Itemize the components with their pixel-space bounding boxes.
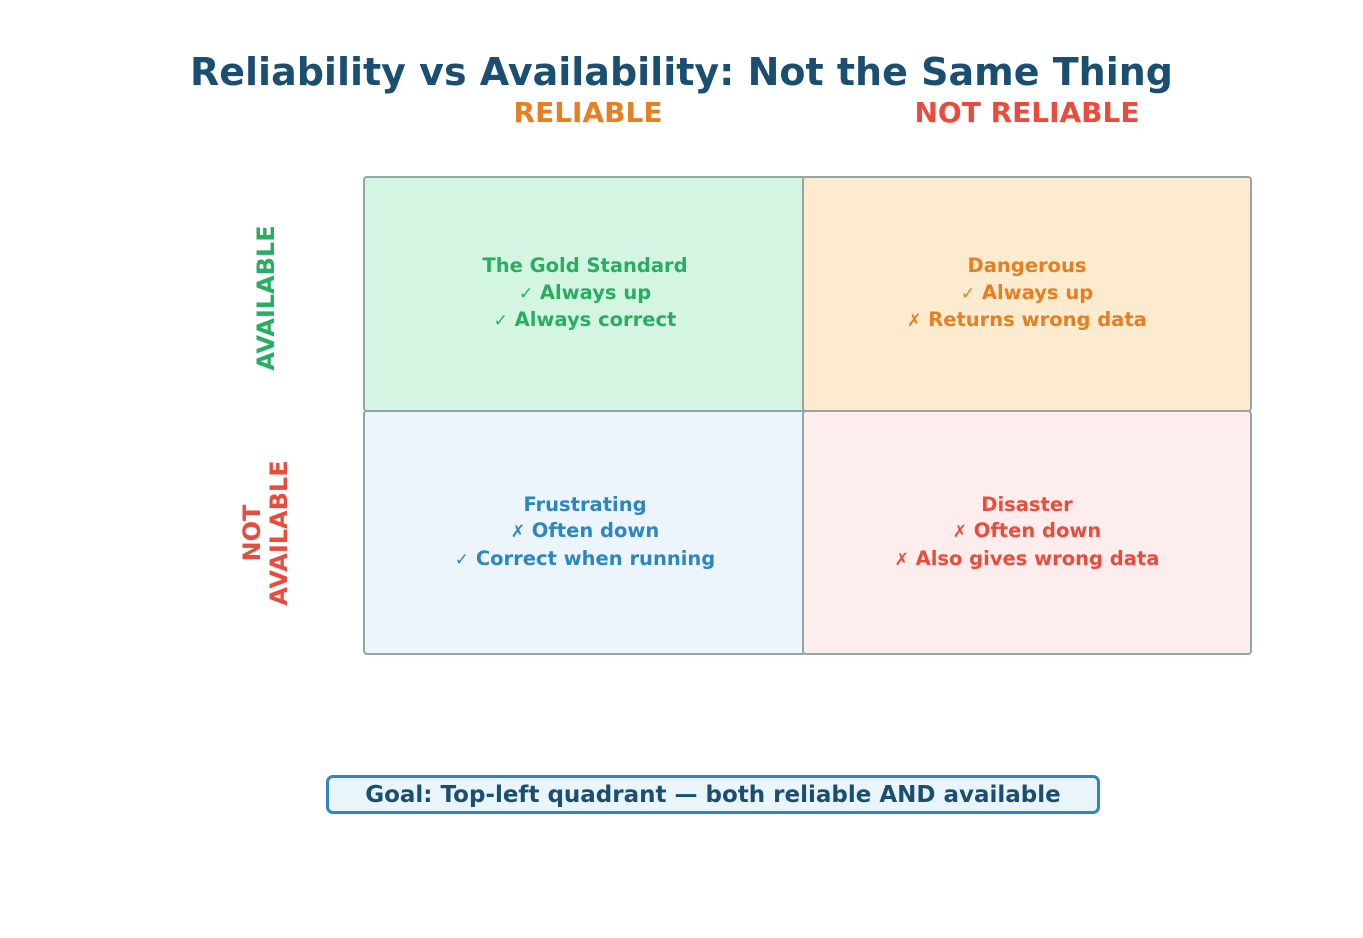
quadrant-item-text: Correct when running: [475, 546, 716, 570]
quadrant-content: Dangerous ✓ Always up ✗ Returns wrong da…: [907, 253, 1147, 335]
quadrant-item: ✗ Often down: [455, 518, 715, 546]
quadrant-item-text: Always up: [981, 280, 1094, 304]
quadrant-not-reliable-available: Dangerous ✓ Always up ✗ Returns wrong da…: [802, 176, 1252, 412]
cross-icon: ✗: [510, 522, 525, 543]
quadrant-reliable-available: The Gold Standard ✓ Always up ✓ Always c…: [363, 176, 807, 412]
quadrant-item-text: Returns wrong data: [928, 308, 1147, 332]
quadrant-content: Frustrating ✗ Often down ✓ Correct when …: [455, 492, 715, 574]
quadrant-item: ✓ Correct when running: [455, 546, 715, 574]
column-header-not-reliable: NOT RELIABLE: [914, 96, 1140, 129]
check-icon: ✓: [454, 549, 470, 570]
diagram-title: Reliability vs Availability: Not the Sam…: [190, 50, 1173, 94]
check-icon: ✓: [960, 283, 976, 304]
quadrant-title: Disaster: [981, 492, 1073, 516]
cross-icon: ✗: [952, 522, 967, 543]
quadrant-content: Disaster ✗ Often down ✗ Also gives wrong…: [895, 492, 1160, 574]
row-header-available: AVAILABLE: [251, 225, 280, 371]
check-icon: ✓: [518, 283, 534, 304]
quadrant-not-reliable-not-available: Disaster ✗ Often down ✗ Also gives wrong…: [802, 410, 1252, 655]
cross-icon: ✗: [907, 311, 922, 332]
quadrant-title: Frustrating: [523, 492, 647, 516]
quadrant-reliable-not-available: Frustrating ✗ Often down ✓ Correct when …: [363, 410, 807, 655]
quadrant-item-text: Often down: [973, 519, 1102, 543]
quadrant-item: ✓ Always up: [482, 280, 687, 308]
quadrant-item: ✗ Often down: [895, 518, 1160, 546]
quadrant-content: The Gold Standard ✓ Always up ✓ Always c…: [482, 253, 687, 335]
quadrant-title: The Gold Standard: [482, 254, 688, 278]
quadrant-item: ✗ Also gives wrong data: [895, 546, 1160, 574]
quadrant-title: Dangerous: [967, 254, 1087, 278]
check-icon: ✓: [493, 311, 508, 332]
quadrant-item: ✗ Returns wrong data: [907, 307, 1147, 335]
quadrant-item: ✓ Always correct: [482, 307, 687, 335]
column-header-reliable: RELIABLE: [513, 96, 663, 129]
row-header-not-available: NOT AVAILABLE: [238, 460, 293, 606]
quadrant-item: ✓ Always up: [907, 280, 1147, 308]
cross-icon: ✗: [894, 549, 909, 570]
goal-callout: Goal: Top-left quadrant — both reliable …: [326, 775, 1100, 814]
quadrant-item-text: Always up: [539, 280, 652, 304]
quadrant-item-text: Always correct: [514, 308, 677, 332]
quadrant-item-text: Often down: [531, 519, 660, 543]
quadrant-item-text: Also gives wrong data: [915, 546, 1160, 570]
goal-text: Goal: Top-left quadrant — both reliable …: [365, 781, 1061, 808]
